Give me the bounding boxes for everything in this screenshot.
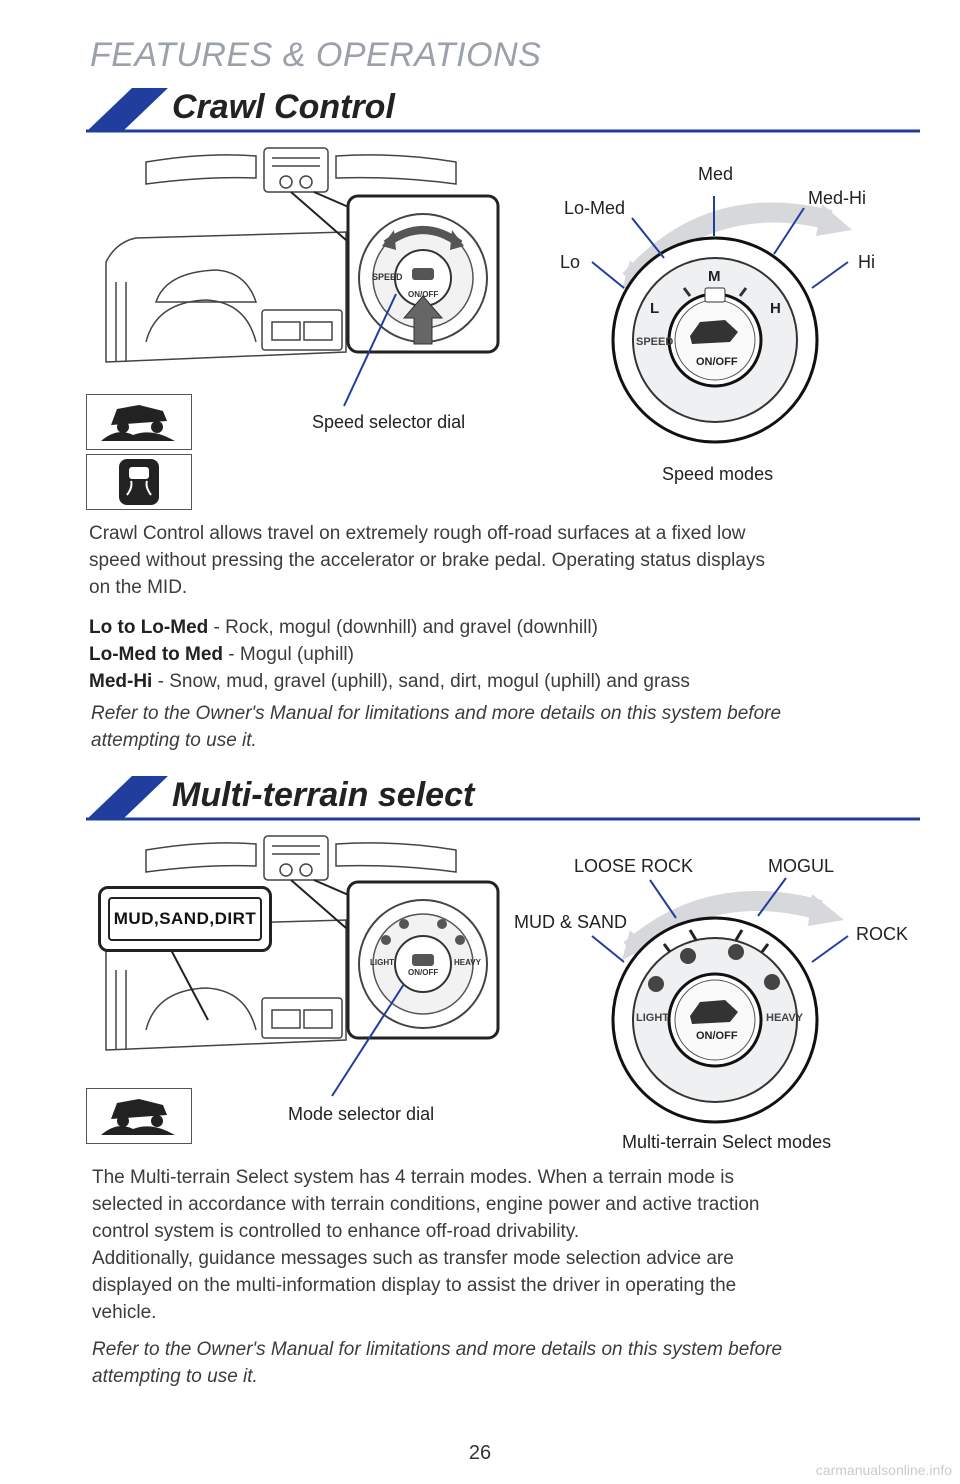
crawl-description: Crawl Control allows travel on extremely… bbox=[89, 520, 919, 601]
range-text: - Rock, mogul (downhill) and gravel (dow… bbox=[208, 617, 598, 638]
mts-modes-dial bbox=[611, 891, 844, 1124]
mode-label-loose-rock: LOOSE ROCK bbox=[574, 856, 694, 876]
mts-display-callout: MUD,SAND,DIRT bbox=[98, 886, 272, 952]
mts-note-line: attempting to use it. bbox=[92, 1366, 258, 1387]
range-text: - Snow, mud, gravel (uphill), sand, dirt… bbox=[152, 671, 690, 692]
mode-label-med-hi: Med-Hi bbox=[808, 188, 867, 208]
speed-selector-pointer bbox=[343, 293, 397, 407]
mode-label-hi: Hi bbox=[858, 252, 875, 272]
mode-label-lo: Lo bbox=[560, 252, 581, 272]
mts-display-screen: MUD,SAND,DIRT bbox=[108, 897, 262, 941]
range-term: Lo to Lo-Med bbox=[89, 617, 209, 638]
callout-speed-label: SPEED bbox=[372, 272, 403, 282]
speed-selector-dial-callout bbox=[346, 194, 500, 354]
crawl-note-line: Refer to the Owner's Manual for limitati… bbox=[91, 703, 782, 724]
crawl-section-title: Crawl Control bbox=[172, 88, 395, 126]
mts-description-line: control system is controlled to enhance … bbox=[92, 1221, 580, 1242]
page-number: 26 bbox=[468, 1442, 492, 1464]
mode-label-lo-med: Lo-Med bbox=[564, 198, 626, 218]
mode-label-med: Med bbox=[698, 164, 734, 184]
watermark: carmanualsonline.info bbox=[815, 1462, 952, 1478]
mts-dial-light-label: LIGHT bbox=[636, 1012, 669, 1024]
crawl-section-banner bbox=[86, 88, 920, 133]
dial-onoff-label: ON/OFF bbox=[696, 356, 738, 368]
crawl-description-line: speed without pressing the accelerator o… bbox=[89, 550, 765, 571]
mts-section-banner bbox=[86, 776, 920, 821]
mts-mode-callout-lines bbox=[591, 877, 849, 963]
page-header: FEATURES & OPERATIONS bbox=[90, 36, 542, 74]
mts-note-line: Refer to the Owner's Manual for limitati… bbox=[92, 1339, 783, 1360]
crawl-ranges: Lo to Lo-Med - Rock, mogul (downhill) an… bbox=[89, 614, 919, 695]
callout-mts-onoff-label: ON/OFF bbox=[408, 968, 439, 977]
range-row: Lo-Med to Med - Mogul (uphill) bbox=[89, 641, 919, 668]
mts-icon-box bbox=[86, 1088, 192, 1144]
speed-mode-callout-lines bbox=[591, 196, 849, 289]
mts-description: The Multi-terrain Select system has 4 te… bbox=[92, 1164, 922, 1326]
mode-label-mud-sand: MUD & SAND bbox=[514, 912, 628, 932]
mts-modes-caption: Multi-terrain Select modes bbox=[622, 1132, 832, 1152]
dial-speed-label: SPEED bbox=[636, 336, 674, 348]
mode-selector-dial-callout bbox=[346, 880, 500, 1040]
mode-selector-caption: Mode selector dial bbox=[288, 1104, 435, 1124]
dial-m-label: M bbox=[708, 268, 721, 285]
range-term: Med-Hi bbox=[89, 671, 153, 692]
crawl-dashboard-illustration bbox=[105, 147, 457, 363]
mts-description-line: Additionally, guidance messages such as … bbox=[92, 1248, 734, 1269]
mts-display-text: MUD,SAND,DIRT bbox=[113, 909, 257, 928]
crawl-description-line: Crawl Control allows travel on extremely… bbox=[89, 523, 746, 544]
speed-modes-caption: Speed modes bbox=[662, 464, 774, 484]
range-row: Lo to Lo-Med - Rock, mogul (downhill) an… bbox=[89, 614, 919, 641]
mts-note: Refer to the Owner's Manual for limitati… bbox=[92, 1336, 922, 1390]
callout-heavy-label: HEAVY bbox=[454, 958, 481, 967]
mts-description-line: The Multi-terrain Select system has 4 te… bbox=[92, 1167, 735, 1188]
crawl-control-icon-box bbox=[86, 394, 192, 450]
range-text: - Mogul (uphill) bbox=[223, 644, 354, 665]
callout-onoff-label: ON/OFF bbox=[408, 290, 439, 299]
dial-h-label: H bbox=[770, 300, 781, 317]
dial-l-label: L bbox=[650, 300, 660, 317]
mts-description-line: selected in accordance with terrain cond… bbox=[92, 1194, 760, 1215]
crawl-note-line: attempting to use it. bbox=[91, 730, 257, 751]
mts-dial-onoff-label: ON/OFF bbox=[696, 1030, 738, 1042]
mts-vehicle-icon bbox=[101, 1099, 175, 1135]
crawl-vehicle-icon bbox=[101, 405, 175, 441]
mode-label-mogul: MOGUL bbox=[768, 856, 835, 876]
slip-indicator-icon bbox=[119, 459, 159, 505]
mts-description-line: displayed on the multi-information displ… bbox=[92, 1275, 737, 1296]
crawl-description-line: on the MID. bbox=[89, 577, 188, 598]
range-term: Lo-Med to Med bbox=[89, 644, 224, 665]
traction-icon-box bbox=[86, 454, 192, 510]
callout-light-label: LIGHT bbox=[370, 958, 394, 967]
mode-selector-pointer bbox=[331, 983, 405, 1097]
mts-section-title: Multi-terrain select bbox=[172, 776, 475, 814]
range-row: Med-Hi - Snow, mud, gravel (uphill), san… bbox=[89, 668, 919, 695]
crawl-note: Refer to the Owner's Manual for limitati… bbox=[91, 700, 921, 754]
mts-description-line: vehicle. bbox=[92, 1302, 157, 1323]
speed-selector-caption: Speed selector dial bbox=[312, 412, 466, 432]
mode-label-rock: ROCK bbox=[856, 924, 909, 944]
mts-dial-heavy-label: HEAVY bbox=[766, 1012, 804, 1024]
